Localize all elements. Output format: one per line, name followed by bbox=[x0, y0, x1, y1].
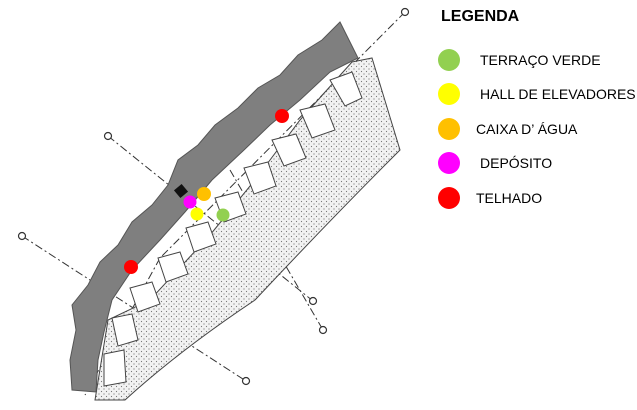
legend-item-elevator-hall: HALL DE ELEVADORES bbox=[438, 82, 636, 106]
storage-marker bbox=[183, 195, 197, 209]
core-block bbox=[173, 183, 189, 199]
green-terrace-marker bbox=[216, 208, 230, 222]
legend-title: LEGENDA bbox=[441, 8, 520, 25]
room-outlines bbox=[103, 71, 363, 387]
legend-label: DEPÓSITO bbox=[480, 155, 553, 171]
legend-item-terrace: TERRAÇO VERDE bbox=[438, 48, 601, 72]
legend-item-storage: DEPÓSITO bbox=[438, 151, 552, 175]
axis-markers bbox=[17, 7, 410, 386]
legend-item-water-tank: CAIXA D’ ÁGUA bbox=[438, 117, 577, 141]
roof-marker-bottom bbox=[124, 260, 138, 274]
legend-dot-icon bbox=[438, 118, 460, 140]
legend-dot-icon bbox=[438, 152, 460, 174]
roof-marker-top bbox=[275, 109, 289, 123]
legend-label: TERRAÇO VERDE bbox=[480, 52, 601, 68]
plan-markers bbox=[124, 109, 289, 274]
elevator-hall-marker bbox=[190, 207, 204, 221]
water-tank-marker bbox=[197, 187, 211, 201]
legend-label: TELHADO bbox=[476, 190, 543, 206]
legend-item-roof: TELHADO bbox=[438, 186, 542, 210]
legend-dot-icon bbox=[438, 83, 460, 105]
legend-label: HALL DE ELEVADORES bbox=[480, 86, 636, 102]
legend-label: CAIXA D’ ÁGUA bbox=[476, 121, 578, 137]
legend-dot-icon bbox=[438, 49, 460, 71]
legend-dot-icon bbox=[438, 187, 460, 209]
terrace-band bbox=[94, 57, 401, 401]
roof-strip bbox=[69, 21, 359, 393]
